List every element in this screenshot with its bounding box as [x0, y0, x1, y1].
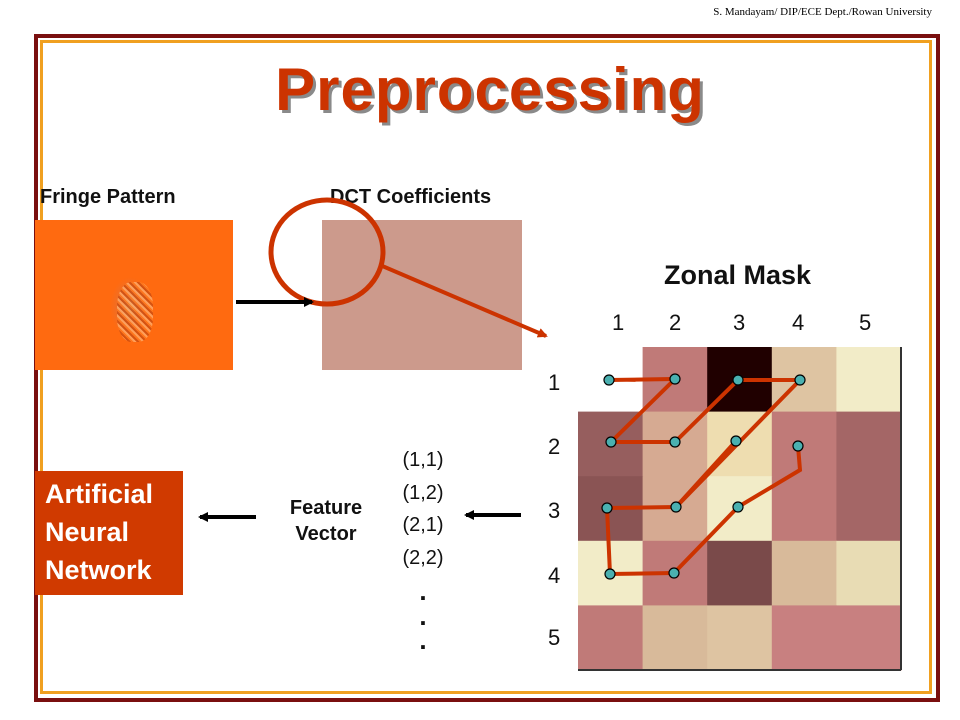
- fringe-defect-spot: [117, 282, 153, 342]
- zonal-cell-r4-c3: [707, 540, 773, 606]
- zigzag-node-5: [732, 374, 744, 386]
- zonal-cell-r2-c4: [771, 411, 837, 477]
- zonal-cell-r5-c3: [707, 605, 773, 671]
- zigzag-nodes: [601, 373, 806, 580]
- zonal-cell-r1-c5: [836, 347, 902, 413]
- zigzag-node-12: [604, 568, 616, 580]
- ann-line-1: Artificial: [45, 479, 154, 509]
- zigzag-node-4: [669, 436, 681, 448]
- zigzag-line-tail: [736, 445, 803, 509]
- zonal-cell-r4-c4: [771, 540, 837, 606]
- zonal-row-label-2: 2: [548, 434, 561, 459]
- zonal-cell-r4-c5: [836, 540, 902, 606]
- zigzag-node-7: [730, 435, 742, 447]
- highlight-circle: [268, 197, 386, 307]
- zonal-row-label-4: 4: [548, 563, 561, 588]
- zigzag-node-10: [732, 501, 744, 513]
- zigzag-node-6: [794, 374, 806, 386]
- zonal-col-label-4: 4: [792, 310, 805, 335]
- feature-item: (1,1): [402, 449, 444, 471]
- zigzag-node-1: [603, 374, 615, 386]
- zonal-col-label-5: 5: [859, 310, 872, 335]
- feature-item: (1,2): [402, 481, 444, 504]
- zigzag-scan-path: [604, 376, 805, 577]
- zonal-cell-r5-c1: [578, 605, 644, 671]
- zonal-row-label-3: 3: [548, 498, 561, 523]
- zigzag-node-2: [669, 373, 681, 385]
- zonal-col-label-1: 1: [612, 310, 625, 335]
- zonal-row-label-5: 5: [548, 625, 561, 650]
- feature-vector-label: Feature Vector: [276, 495, 376, 547]
- zigzag-line-diag2: [672, 505, 740, 575]
- feature-coefficient-list: (1,1) (1,2) (2,1) (2,2) . . .: [390, 444, 456, 655]
- ann-box: Artificial Neural Network: [35, 471, 183, 595]
- zoom-arrow: [379, 263, 548, 338]
- feature-item: (2,2): [402, 546, 444, 569]
- zonal-row-label-1: 1: [548, 370, 561, 395]
- zonal-cell-r5-c5: [836, 605, 902, 671]
- zigzag-node-11: [792, 440, 804, 452]
- fringe-pattern-label: Fringe Pattern: [40, 186, 176, 208]
- ellipsis-dot: .: [419, 600, 427, 631]
- feature-item: (2,1): [402, 514, 444, 537]
- zonal-cell-r3-c4: [771, 476, 837, 542]
- dct-coefficients-label: DCT Coefficients: [330, 186, 492, 208]
- zonal-cell-r2-c5: [836, 411, 902, 477]
- ann-line-2: Neural: [45, 517, 130, 547]
- zonal-cell-r5-c2: [642, 605, 708, 671]
- zonal-col-label-3: 3: [733, 310, 746, 335]
- zonal-cell-r3-c5: [836, 476, 902, 542]
- zigzag-node-13: [668, 567, 680, 579]
- zonal-col-label-2: 2: [669, 310, 682, 335]
- zonal-mask-label: Zonal Mask: [664, 260, 812, 290]
- feature-vector-label-line1: Feature: [289, 497, 363, 519]
- ann-line-3: Network: [45, 555, 152, 585]
- zigzag-line-diag: [674, 439, 738, 509]
- ellipsis-dot: .: [419, 576, 427, 607]
- fringe-pattern-image: [35, 220, 233, 370]
- zonal-cell-r5-c4: [771, 605, 837, 671]
- zigzag-line-main: [604, 376, 805, 577]
- credit-text: S. Mandayam/ DIP/ECE Dept./Rowan Univers…: [713, 6, 932, 18]
- slide-title: Preprocessing: [275, 56, 705, 123]
- zigzag-node-8: [601, 502, 613, 514]
- feature-vector-label-line2: Vector: [295, 523, 357, 545]
- ellipsis-dot: .: [419, 624, 427, 655]
- connector-lines: [198, 197, 548, 522]
- zigzag-node-3: [605, 436, 617, 448]
- zigzag-node-9: [670, 501, 682, 513]
